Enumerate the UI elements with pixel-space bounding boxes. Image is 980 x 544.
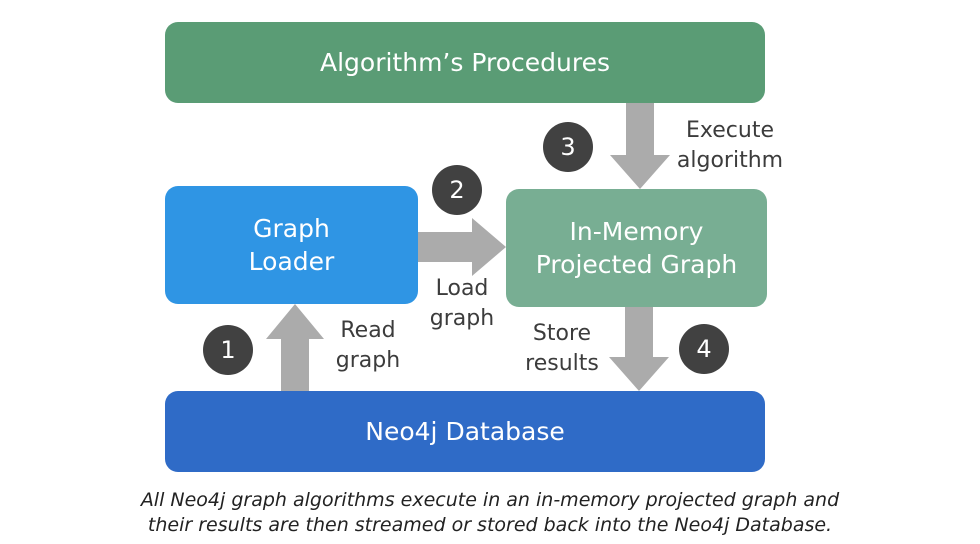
- in-memory-graph-label-line2: Projected Graph: [535, 250, 738, 279]
- neo4j-database-box: Neo4j Database: [165, 391, 765, 472]
- algorithm-procedures-label: Algorithm’s Procedures: [320, 48, 610, 77]
- step-3-label: Execute algorithm: [668, 116, 792, 176]
- arrow-load-graph: [418, 218, 506, 276]
- step-4-label-line1: Store: [532, 321, 592, 346]
- caption-line1: All Neo4j graph algorithms execute in an…: [140, 489, 840, 511]
- caption-line2: their results are then streamed or store…: [147, 514, 833, 536]
- graph-loader-label-line2: Loader: [248, 247, 335, 276]
- step-2-label: Load graph: [412, 274, 512, 334]
- step-4-label: Store results: [512, 319, 612, 379]
- step-3-label-line2: algorithm: [676, 148, 784, 173]
- step-4-badge: 4: [679, 324, 729, 374]
- step-3-badge: 3: [543, 122, 593, 172]
- step-2-label-line1: Load: [435, 276, 489, 301]
- algorithm-procedures-box: Algorithm’s Procedures: [165, 22, 765, 103]
- step-1-label-line1: Read: [340, 318, 396, 343]
- step-1-label-line2: graph: [335, 348, 401, 373]
- in-memory-graph-box: In-Memory Projected Graph: [506, 189, 767, 307]
- arrow-store-results: [609, 307, 669, 391]
- step-2-label-line2: graph: [429, 306, 495, 331]
- arrow-read-graph: [266, 304, 324, 391]
- in-memory-graph-label-line1: In-Memory: [569, 217, 704, 246]
- neo4j-database-label: Neo4j Database: [365, 417, 565, 446]
- step-3-label-line1: Execute: [686, 118, 774, 143]
- graph-loader-label-line1: Graph: [253, 214, 330, 243]
- step-1-badge: 1: [203, 325, 253, 375]
- diagram-caption: All Neo4j graph algorithms execute in an…: [90, 488, 890, 538]
- graph-loader-box: Graph Loader: [165, 186, 418, 304]
- step-4-label-line2: results: [525, 351, 599, 376]
- arrow-execute-algorithm: [610, 103, 670, 189]
- step-2-badge: 2: [432, 165, 482, 215]
- step-1-label: Read graph: [318, 316, 418, 376]
